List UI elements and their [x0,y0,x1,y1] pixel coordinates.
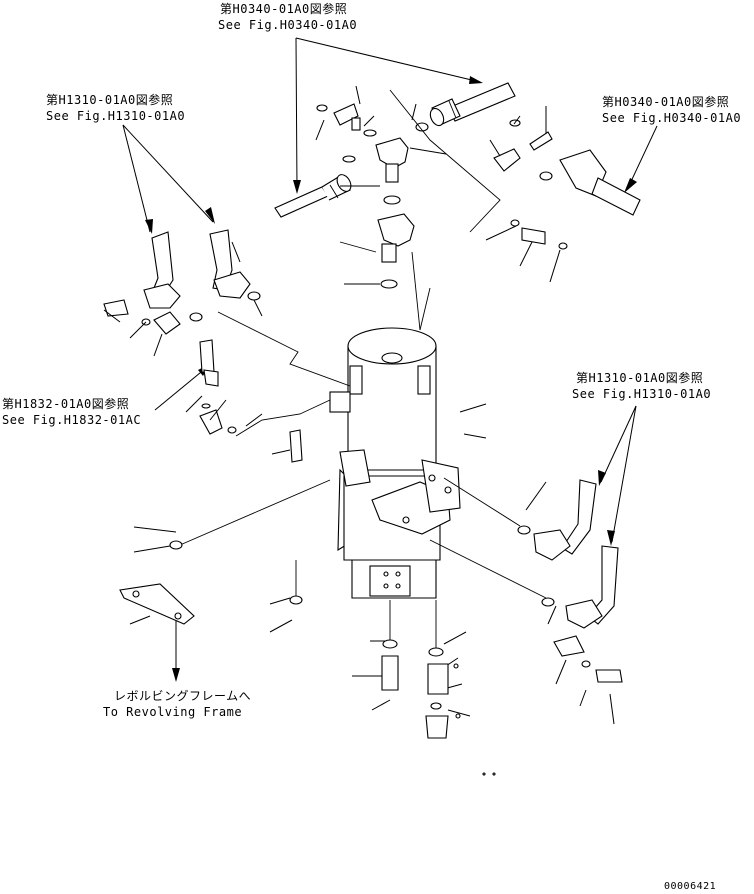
top-fittings [316,103,641,289]
bottom-fittings [381,639,496,776]
ref-left-mid-en: See Fig.H1832-01AC [2,413,141,427]
hose-right-lower [517,479,623,683]
ref-left-top-jp: 第H1310-01A0図参照 [46,92,173,107]
ref-right-top-jp: 第H0340-01A0図参照 [602,94,729,109]
dest-jp: レボルビングフレームへ [114,689,251,703]
hose-top-left [274,174,352,218]
hose-top-right [429,82,516,127]
ref-right-top-en: See Fig.H0340-01A0 [602,111,741,125]
ref-right-mid-jp: 第H1310-01A0図参照 [576,370,703,385]
figure-number: 00006421 [664,881,716,892]
ref-left-mid-jp: 第H1832-01A0図参照 [2,396,129,411]
ref-top-jp: 第H0340-01A0図参照 [220,1,347,16]
ref-top-en: See Fig.H0340-01A0 [218,18,357,32]
ref-left-top-en: See Fig.H1310-01A0 [46,109,185,123]
ref-right-mid-en: See Fig.H1310-01A0 [572,387,711,401]
callout-ticks [103,85,615,725]
swivel-joint-body [329,327,461,599]
leader-lines [179,89,547,650]
mounting-plate [119,540,303,625]
hose-left-upper [103,229,303,463]
dest-en: To Revolving Frame [103,705,242,719]
ref-arrows [122,37,658,682]
